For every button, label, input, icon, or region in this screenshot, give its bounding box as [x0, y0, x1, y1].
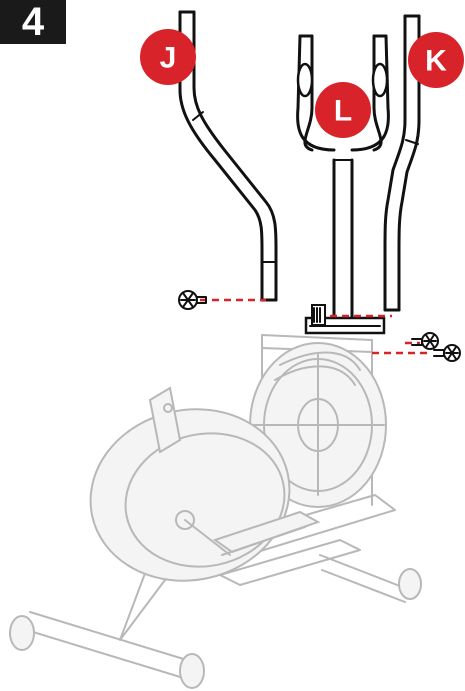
right-arm-handlebar: [383, 14, 421, 312]
left-arm-handlebar: [178, 10, 278, 302]
label-j-badge: J: [140, 29, 196, 85]
label-j: J: [160, 42, 177, 75]
knob-screw-right-upper: [405, 332, 439, 350]
label-l-badge: L: [315, 82, 371, 138]
knob-screw-left: [178, 290, 266, 310]
label-k-badge: K: [408, 32, 464, 88]
step-number: 4: [21, 0, 45, 44]
elliptical-base-frame: [9, 334, 422, 689]
label-l: L: [334, 95, 352, 128]
knob-screw-right-lower: [372, 344, 461, 362]
step-number-badge: 4: [0, 0, 66, 44]
center-handlebar: [296, 34, 390, 335]
label-k: K: [425, 45, 447, 78]
